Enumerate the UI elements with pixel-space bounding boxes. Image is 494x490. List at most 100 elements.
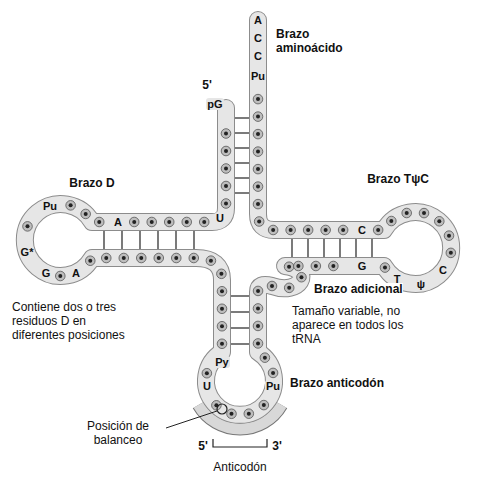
nucleotide-ring <box>303 225 313 235</box>
nucleotide-ring <box>171 253 181 263</box>
nucleotide-ring <box>154 253 164 263</box>
nucleotide-core <box>256 324 260 328</box>
nucleotide-ring <box>221 181 231 191</box>
nucleotide <box>419 208 429 218</box>
nucleotide <box>402 208 412 218</box>
nucleotide <box>259 400 269 410</box>
nucleotide <box>446 248 456 258</box>
nucleotide-core <box>122 256 126 260</box>
arm-name: Brazo D <box>69 177 114 191</box>
base-letter: Py <box>214 356 229 369</box>
backbone-outline <box>25 20 451 415</box>
base-letter: C <box>253 50 263 63</box>
base-pair-line <box>193 231 194 249</box>
nucleotide-ring <box>444 231 454 241</box>
nucleotide-core <box>262 403 266 407</box>
nucleotide-core <box>376 228 380 232</box>
nucleotide-ring <box>284 283 294 293</box>
nucleotide-core <box>314 264 318 268</box>
nucleotide-ring <box>402 208 412 218</box>
note-text: Tamaño variable, no aparece en todos los… <box>292 305 424 346</box>
nucleotide <box>129 217 139 227</box>
nucleotide <box>221 164 231 174</box>
nucleotide-core <box>256 150 260 154</box>
nucleotide <box>268 225 278 235</box>
nucleotide-ring <box>182 217 192 227</box>
nucleotide <box>253 112 263 122</box>
nucleotide-ring <box>253 147 263 157</box>
nucleotide-ring <box>268 225 278 235</box>
nucleotide-core <box>174 256 178 260</box>
nucleotide-ring <box>66 201 76 211</box>
base-pair-line <box>231 295 249 296</box>
nucleotide-core <box>224 202 228 206</box>
nucleotide-core <box>209 259 213 263</box>
nucleotide-ring <box>254 217 264 227</box>
nucleotide-ring <box>253 199 263 209</box>
nucleotide-ring <box>321 225 331 235</box>
nucleotide-core <box>220 307 224 311</box>
nucleotide-ring <box>259 400 269 410</box>
nucleotide-core <box>389 219 393 223</box>
nucleotide <box>66 201 76 211</box>
nucleotide-ring <box>373 225 383 235</box>
anticodon-brace <box>213 439 267 447</box>
nucleotide-core <box>192 256 196 260</box>
base-letter: A <box>113 216 123 229</box>
end-label: 3' <box>272 440 282 454</box>
nucleotide-core <box>256 97 260 101</box>
nucleotide-ring <box>253 182 263 192</box>
nucleotide-core <box>256 341 260 345</box>
nucleotide-ring <box>244 409 254 419</box>
nucleotide-core <box>219 272 223 276</box>
nucleotide-ring <box>253 286 263 296</box>
nucleotide <box>227 409 237 419</box>
nucleotide <box>253 147 263 157</box>
nucleotide-ring <box>338 225 348 235</box>
nucleotide-ring <box>227 409 237 419</box>
nucleotide <box>182 217 192 227</box>
nucleotide <box>253 182 263 192</box>
nucleotide <box>221 146 231 156</box>
base-letter: Pu <box>265 380 281 393</box>
base-letter: A <box>71 267 81 280</box>
nucleotide <box>297 272 307 282</box>
base-letter: A <box>253 14 263 27</box>
nucleotide-core <box>299 275 303 279</box>
nucleotide-core <box>263 356 267 360</box>
nucleotide-ring <box>380 263 390 273</box>
nucleotide-ring <box>217 304 227 314</box>
base-pair-line <box>291 239 292 257</box>
nucleotide <box>217 286 227 296</box>
nucleotide <box>221 181 231 191</box>
nucleotide-core <box>271 371 275 375</box>
nucleotide <box>338 225 348 235</box>
nucleotide-ring <box>101 253 111 263</box>
nucleotide <box>253 321 263 331</box>
nucleotide-core <box>256 185 260 189</box>
nucleotide-core <box>69 203 73 207</box>
nucleotide <box>253 199 263 209</box>
nucleotide-ring <box>253 304 263 314</box>
nucleotide-core <box>205 371 209 375</box>
nucleotide <box>202 368 212 378</box>
nucleotide <box>253 129 263 139</box>
nucleotide-core <box>230 412 234 416</box>
nucleotide-core <box>84 212 88 216</box>
nucleotide <box>217 269 227 279</box>
nucleotide-ring <box>311 261 321 271</box>
nucleotide-ring <box>253 321 263 331</box>
nucleotide-ring <box>23 222 33 232</box>
nucleotide <box>268 368 278 378</box>
base-letter: U <box>202 380 212 393</box>
nucleotide-core <box>256 289 260 293</box>
nucleotide <box>23 222 33 232</box>
nucleotide-ring <box>267 281 277 291</box>
base-letter: pG <box>206 98 223 111</box>
nucleotide <box>164 217 174 227</box>
nucleotide <box>253 94 263 104</box>
nucleotide <box>212 401 222 411</box>
nucleotide-ring <box>221 164 231 174</box>
nucleotide-ring <box>147 217 157 227</box>
nucleotide <box>253 339 263 349</box>
